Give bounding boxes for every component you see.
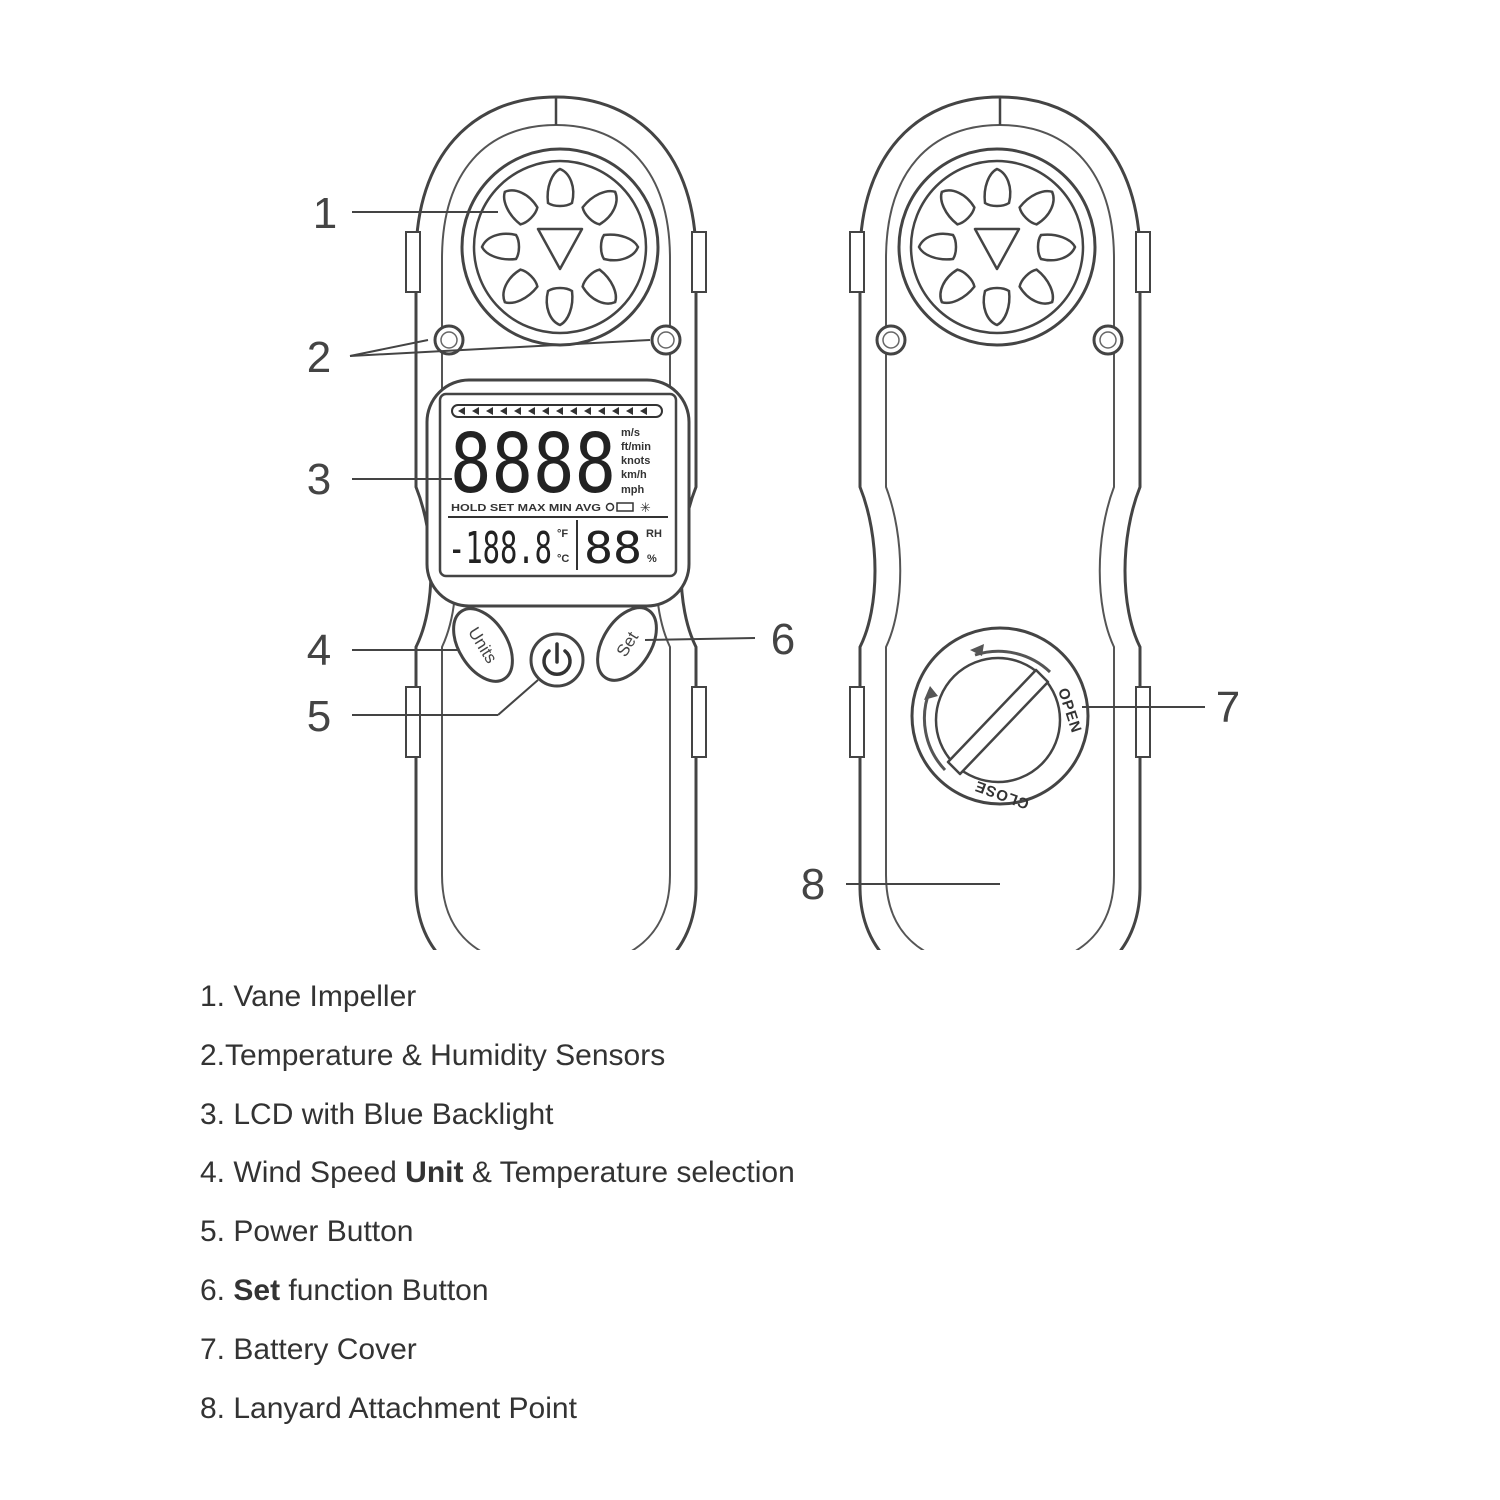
legend-item-3: 3. LCD with Blue Backlight <box>200 1097 554 1131</box>
lcd-indicators: HOLD SET MAX MIN AVG <box>451 503 601 514</box>
callout-2: 2 <box>307 333 651 382</box>
callout-6: 6 <box>644 615 795 664</box>
legend-item-8: 8. Lanyard Attachment Point <box>200 1391 577 1425</box>
lcd-humidity-unit-pct: % <box>647 553 657 565</box>
legend-item-5: 5. Power Button <box>200 1215 414 1249</box>
power-icon <box>542 642 572 676</box>
legend-item-1: 1. Vane Impeller <box>200 980 417 1013</box>
legend-item-6: 6. Set function Button <box>200 1273 489 1307</box>
callout-1: 1 <box>313 189 498 238</box>
front-device <box>405 95 707 950</box>
units-button[interactable]: Units <box>441 598 524 691</box>
svg-text:2: 2 <box>307 333 331 382</box>
svg-text:5: 5 <box>307 692 331 741</box>
lcd-display: 8888 m/s ft/min knots km/h mph HOLD SET … <box>425 378 691 608</box>
callout-8: 8 <box>801 860 1000 909</box>
lcd-temp-unit-f: °F <box>557 528 568 540</box>
open-arrow-icon <box>974 649 1052 674</box>
svg-text:6: 6 <box>771 615 795 664</box>
legend-item-2: 2.Temperature & Humidity Sensors <box>200 1038 666 1072</box>
lcd-main-digits: 8888 <box>450 417 616 512</box>
legend-list: 1. Vane Impeller 2.Temperature & Humidit… <box>200 975 1300 1445</box>
callout-4: 4 <box>307 626 458 675</box>
back-device <box>849 95 1151 950</box>
lcd-unit-knots: knots <box>621 455 650 467</box>
svg-text:3: 3 <box>307 455 331 504</box>
lcd-humidity-digits: 88 <box>584 523 642 574</box>
legend-item-7: 7. Battery Cover <box>200 1332 417 1366</box>
callout-3: 3 <box>307 455 452 504</box>
lcd-humidity-unit-rh: RH <box>646 528 662 540</box>
lcd-unit-mph: mph <box>621 484 645 496</box>
lcd-temp-unit-c: °C <box>557 553 569 565</box>
back-impeller <box>899 149 1095 345</box>
power-button[interactable] <box>529 632 585 688</box>
lcd-backlight-icon: ✳ <box>640 501 651 516</box>
svg-text:8: 8 <box>801 860 825 909</box>
lcd-unit-ms: m/s <box>621 427 640 439</box>
battery-cover[interactable]: OPEN CLOSE <box>910 626 1090 812</box>
back-sensors <box>875 324 1124 356</box>
legend-item-4: 4. Wind Speed Unit & Temperature selecti… <box>200 1156 795 1190</box>
callout-5: 5 <box>307 679 539 741</box>
svg-text:4: 4 <box>307 626 331 675</box>
anemometer-diagram: 8888 m/s ft/min knots km/h mph HOLD SET … <box>307 95 1240 950</box>
callout-7: 7 <box>1082 683 1240 732</box>
lcd-temp-digits: -188.8 <box>448 523 552 574</box>
lcd-unit-kmh: km/h <box>621 469 647 481</box>
svg-text:1: 1 <box>313 189 337 238</box>
temperature-humidity-sensors <box>433 324 682 356</box>
set-button[interactable]: Set <box>585 597 668 690</box>
vane-impeller <box>462 149 658 345</box>
lcd-unit-ftmin: ft/min <box>621 441 651 453</box>
svg-text:7: 7 <box>1216 683 1240 732</box>
